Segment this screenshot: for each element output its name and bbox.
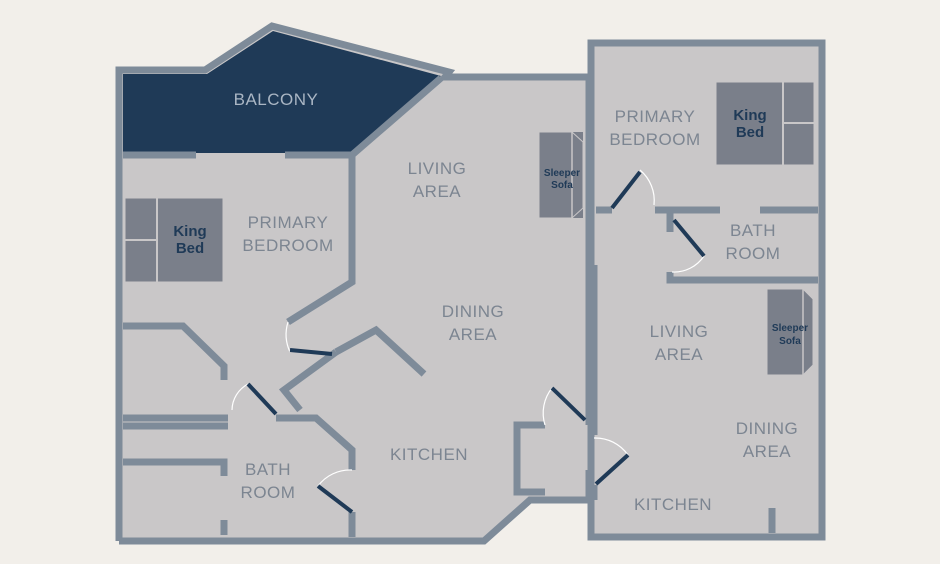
king-bed-right-icon: King Bed bbox=[715, 81, 815, 166]
bath-left-top-wall bbox=[276, 414, 356, 470]
room-label-dining-left-2: AREA bbox=[449, 325, 497, 344]
room-label-bath-right-1: BATH bbox=[730, 221, 776, 240]
room-label-dining-right-2: AREA bbox=[743, 442, 791, 461]
balcony-floor bbox=[123, 31, 441, 153]
king-bed-left-icon: King Bed bbox=[124, 197, 224, 283]
door-swing-entry bbox=[542, 387, 553, 426]
room-label-dining-right-1: DINING bbox=[736, 419, 799, 438]
closet-wall bbox=[123, 322, 228, 380]
room-label-balcony: BALCONY bbox=[234, 90, 319, 109]
room-label-living-left-1: LIVING bbox=[408, 159, 467, 178]
kitchen-angled-wall-2 bbox=[278, 349, 339, 413]
room-label-bath-right-2: ROOM bbox=[726, 244, 781, 263]
sleeper-sofa-right-label-1: Sleeper bbox=[772, 323, 808, 334]
door-swing-bedroom-right bbox=[639, 169, 655, 206]
door-right-entry bbox=[594, 453, 630, 486]
left-unit-outer-wall bbox=[115, 22, 593, 541]
room-label-kitchen-left: KITCHEN bbox=[390, 445, 468, 464]
kitchen-angled-wall bbox=[334, 325, 427, 377]
sleeper-sofa-left-label-2: Sofa bbox=[551, 180, 573, 191]
room-label-dining-left-1: DINING bbox=[442, 302, 505, 321]
room-label-kitchen-right: KITCHEN bbox=[634, 495, 712, 514]
room-label-bedroom-left-1: PRIMARY bbox=[248, 213, 329, 232]
room-labels: BALCONY LIVING AREA DINING AREA KITCHEN … bbox=[234, 90, 799, 514]
door-entry bbox=[550, 386, 587, 422]
room-label-bath-left-2: ROOM bbox=[241, 483, 296, 502]
king-bed-left-label-1: King bbox=[173, 223, 206, 240]
furniture: King Bed King Bed Sleeper Sofa Sleeper S… bbox=[124, 81, 815, 376]
door-swing-right-entry bbox=[593, 437, 629, 456]
room-label-living-right-2: AREA bbox=[655, 345, 703, 364]
door-bedroom-right bbox=[610, 170, 642, 210]
sleeper-sofa-right-label-2: Sofa bbox=[779, 336, 801, 347]
sleeper-sofa-right-icon: Sleeper Sofa bbox=[766, 288, 814, 376]
closet-wall-4 bbox=[123, 458, 228, 476]
entry-closet-wall bbox=[513, 421, 545, 496]
walls bbox=[115, 22, 826, 545]
door-swing-bath-left bbox=[317, 469, 353, 487]
door-swing-bedroom-left bbox=[285, 321, 291, 353]
bedroom-left-partition bbox=[286, 155, 356, 325]
door-bath-left bbox=[316, 484, 354, 514]
king-bed-left-label-2: Bed bbox=[176, 240, 204, 257]
king-bed-right-label-1: King bbox=[733, 107, 766, 124]
sleeper-sofa-left-icon: Sleeper Sofa bbox=[538, 131, 584, 219]
door-swing-closet bbox=[231, 383, 249, 411]
door-bedroom-left bbox=[289, 348, 333, 356]
bath-right-bottom-wall bbox=[666, 272, 818, 284]
door-swing-bath-right bbox=[671, 255, 705, 273]
king-bed-right-label-2: Bed bbox=[736, 124, 764, 141]
room-label-bedroom-left-2: BEDROOM bbox=[242, 236, 333, 255]
room-label-living-right-1: LIVING bbox=[650, 322, 709, 341]
room-label-bedroom-right-1: PRIMARY bbox=[615, 107, 696, 126]
right-unit-outer-wall bbox=[587, 39, 826, 541]
room-label-bedroom-right-2: BEDROOM bbox=[609, 130, 700, 149]
sleeper-sofa-left-label-1: Sleeper bbox=[544, 168, 580, 179]
room-label-living-left-2: AREA bbox=[413, 182, 461, 201]
door-closet bbox=[246, 382, 278, 416]
room-label-bath-left-1: BATH bbox=[245, 460, 291, 479]
doors bbox=[231, 169, 706, 514]
door-bath-right bbox=[672, 218, 706, 258]
